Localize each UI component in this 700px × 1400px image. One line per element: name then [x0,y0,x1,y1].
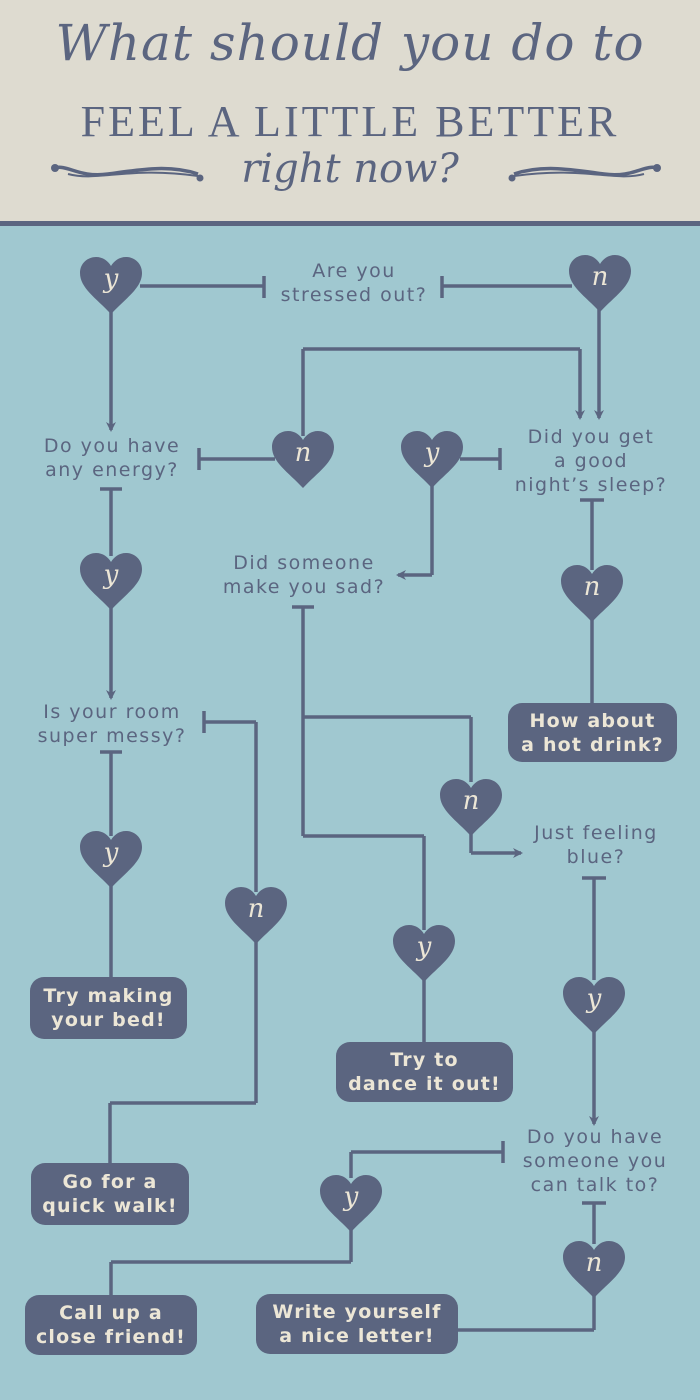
heart-icon [569,255,631,312]
heart-label: y [424,438,440,468]
heart-icon [563,1241,625,1298]
heart-label: y [586,984,602,1014]
swash-ornament-right-icon [508,164,661,182]
heart-icon [561,565,623,622]
answer-letter-line-2: a nice letter! [279,1325,435,1347]
heart-icon [440,779,502,836]
question-sleep-line-2: a good [553,450,629,472]
answer-walk-line-1: Go for a [62,1171,158,1193]
header-banner [0,0,700,221]
question-room-line-2: super messy? [37,725,187,747]
question-talk-line-2: someone you [522,1150,668,1172]
answer-make-bed-line-1: Try making [43,985,174,1007]
heart-label: n [585,1248,603,1278]
question-blue-line-1: Just feeling [534,822,658,844]
heart-icon [401,431,463,488]
heart-label: n [583,572,601,602]
question-talk-line-1: Do you have [526,1126,664,1148]
heart-label: y [103,838,119,868]
question-blue-line-2: blue? [566,846,626,868]
heart-label: n [462,786,480,816]
title-line-3: right now? [241,146,459,192]
heart-label: y [416,932,432,962]
heart-yes-talk: y [318,1174,384,1234]
answer-letter-line-1: Write yourself [272,1301,442,1323]
question-sleep-line-1: Did you get [527,426,655,448]
heart-no-sad: n [438,778,504,838]
heart-label: y [103,264,119,294]
heart-yes-blue: y [561,976,627,1036]
question-energy-line-1: Do you have [43,435,181,457]
heart-icon [225,887,287,944]
answer-call-friend-line-1: Call up a [59,1302,163,1324]
answer-make-bed-line-2: your bed! [51,1009,166,1031]
heart-label: y [343,1182,359,1212]
title-line-2: FEEL A LITTLE BETTER [80,97,620,146]
answer-hot-drink-line-1: How about [529,709,656,732]
answer-call-friend-line-2: close friend! [35,1326,187,1348]
question-sleep: Did you get a good night’s sleep? [502,425,680,497]
heart-label: y [103,560,119,590]
heart-no-room: n [223,886,289,946]
heart-yes-sad: y [391,924,457,984]
question-sad: Did someone make you sad? [206,551,402,599]
heart-icon [80,553,142,610]
question-room-line-1: Is your room [43,701,181,723]
heart-no-stressed: n [567,254,633,314]
heart-label: n [591,262,609,292]
question-sad-line-1: Did someone [233,552,375,574]
answer-dance-line-1: Try to [390,1049,459,1071]
heart-no-sleep: n [559,564,625,624]
heart-yes-energy: y [78,552,144,612]
answer-hot-drink-line-2: a hot drink? [521,733,664,756]
question-stressed-line-2: stressed out? [280,284,428,306]
question-room: Is your room super messy? [20,700,204,748]
answer-walk-line-2: quick walk! [42,1195,178,1217]
question-talk: Do you have someone you can talk to? [504,1125,686,1197]
heart-label: n [294,438,312,468]
heart-icon [80,831,142,888]
title-line-1: What should you do to [55,14,645,72]
question-energy-line-2: any energy? [45,459,179,481]
heart-icon [272,431,334,488]
heart-yes-stressed: y [78,256,144,316]
question-stressed-line-1: Are you [312,260,396,282]
answer-dance-line-2: dance it out! [348,1073,501,1095]
heart-no-energy: n [270,430,336,490]
heart-label: n [247,894,265,924]
heart-no-talk: n [561,1240,627,1300]
question-sleep-line-3: night’s sleep? [514,474,668,496]
question-energy: Do you have any energy? [22,434,202,482]
header-divider [0,221,700,226]
heart-icon [320,1175,382,1232]
heart-icon [563,977,625,1034]
question-sad-line-2: make you sad? [222,576,386,598]
heart-icon [393,925,455,982]
question-stressed: Are you stressed out? [264,259,444,307]
heart-icon [80,257,142,314]
heart-yes-room: y [78,830,144,890]
question-talk-line-3: can talk to? [530,1174,660,1196]
question-blue: Just feeling blue? [516,821,676,869]
swash-ornament-left-icon [51,164,204,182]
heart-yes-sleep: y [399,430,465,490]
